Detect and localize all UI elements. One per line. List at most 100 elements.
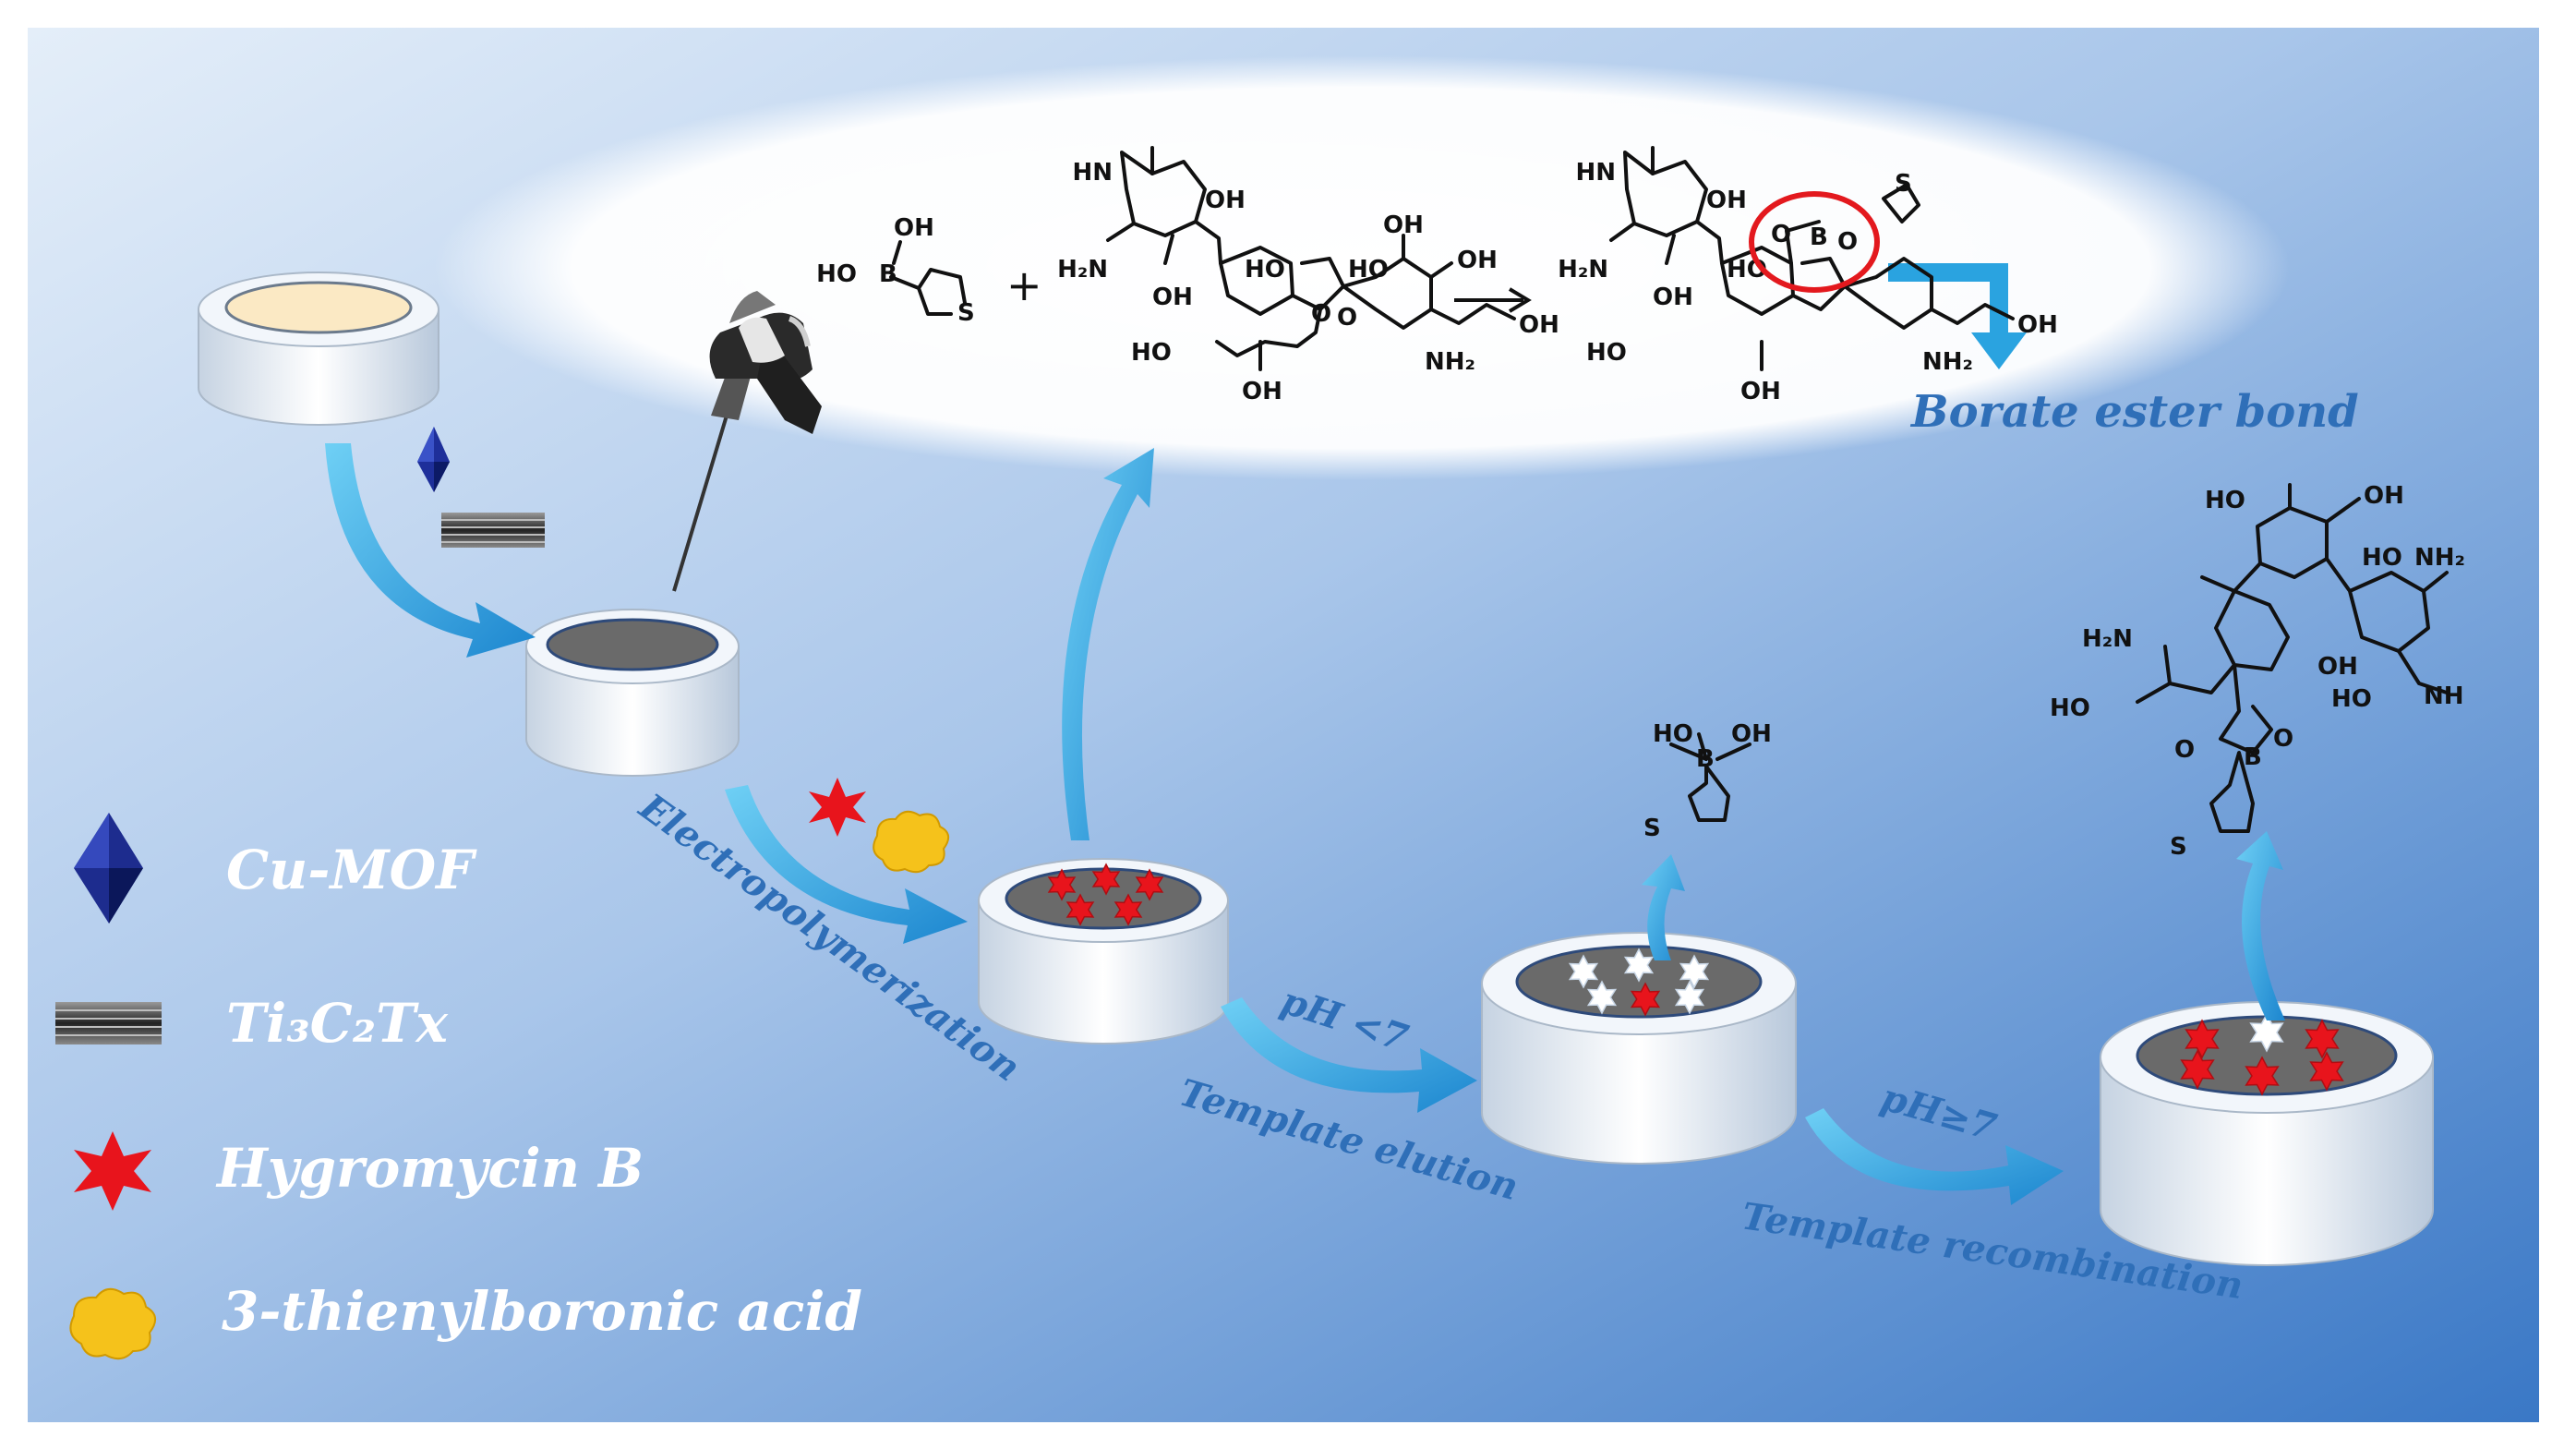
svg-text:S: S bbox=[1895, 170, 1912, 198]
legend-item-ti3c2tx: Ti₃C₂Tx bbox=[55, 992, 449, 1055]
svg-text:NH₂: NH₂ bbox=[2414, 544, 2465, 572]
released-boronic-acid-structure: HO B OH S bbox=[1643, 720, 1772, 842]
hygromycin-structure-left: HN OH H₂N OH HO OH HO OH OH NH₂ HO OH O … bbox=[1057, 146, 1559, 405]
thienylboronic-acid-structure: OH B HO S bbox=[816, 214, 975, 327]
svg-text:HO: HO bbox=[2362, 544, 2402, 572]
template-star bbox=[1091, 863, 1121, 896]
legend: Cu-MOF Ti₃C₂Tx Hygromycin B 3-thienylbor… bbox=[55, 813, 862, 1360]
svg-text:OH: OH bbox=[1457, 247, 1498, 274]
bare-electrode bbox=[198, 272, 439, 426]
ti3c2tx-sheet-icon bbox=[441, 513, 545, 548]
layered-sheet-icon bbox=[55, 1002, 162, 1044]
svg-text:S: S bbox=[2170, 833, 2187, 861]
svg-text:HO: HO bbox=[1586, 339, 1627, 367]
empty-cavity-star bbox=[2249, 1012, 2284, 1053]
empty-cavity-star bbox=[1623, 948, 1655, 983]
arrow-elution bbox=[1221, 997, 1477, 1113]
arrow-up-to-reaction bbox=[1062, 448, 1154, 840]
svg-text:S: S bbox=[1643, 815, 1661, 842]
template-star bbox=[1630, 982, 1661, 1017]
svg-text:OH: OH bbox=[2364, 482, 2404, 510]
arrow-bond-pointer bbox=[1888, 263, 2027, 369]
svg-text:B: B bbox=[1810, 223, 1828, 251]
rebound-complex-structure: HO OH HO NH₂ H₂N OH HO NH HO O B O S bbox=[2050, 482, 2465, 861]
svg-text:OH: OH bbox=[1653, 284, 1693, 311]
red-star-icon bbox=[74, 1131, 151, 1211]
empty-cavity-star bbox=[1586, 980, 1618, 1015]
legend-item-hygromycin-b: Hygromycin B bbox=[74, 1131, 644, 1211]
template-star bbox=[1065, 893, 1095, 926]
svg-text:OH: OH bbox=[1242, 378, 1282, 405]
svg-text:NH₂: NH₂ bbox=[1922, 348, 1973, 376]
process-arrows bbox=[325, 263, 2285, 1205]
reaction-arrow bbox=[1454, 287, 1532, 313]
modified-electrode bbox=[525, 609, 740, 777]
arrow-release-boronic bbox=[1642, 854, 1685, 960]
svg-text:NH₂: NH₂ bbox=[1425, 348, 1475, 376]
svg-text:HO: HO bbox=[1348, 256, 1389, 284]
svg-text:OH: OH bbox=[1205, 187, 1246, 214]
mip-electrode bbox=[978, 858, 1229, 1044]
template-star bbox=[2309, 1051, 2344, 1092]
svg-text:O: O bbox=[1837, 228, 1858, 256]
legend-item-thienylboronic-acid: 3-thienylboronic acid bbox=[69, 1280, 862, 1360]
label-borate-ester-bond: Borate ester bond bbox=[1909, 386, 2359, 438]
svg-text:OH: OH bbox=[1706, 187, 1747, 214]
arrow-modify bbox=[325, 443, 536, 658]
svg-text:O: O bbox=[2174, 736, 2195, 764]
star-markers bbox=[1047, 863, 2344, 1096]
svg-text:O: O bbox=[1337, 304, 1357, 332]
borate-ester-structure: HN OH H₂N OH HO O B O S OH NH₂ HO OH bbox=[1558, 146, 2058, 405]
svg-text:O: O bbox=[1311, 300, 1331, 328]
svg-text:H₂N: H₂N bbox=[1057, 256, 1108, 284]
reaction-panel bbox=[434, 55, 2290, 480]
svg-text:OH: OH bbox=[2317, 653, 2358, 681]
legend-item-cu-mof: Cu-MOF bbox=[74, 813, 477, 924]
template-star bbox=[2180, 1049, 2215, 1090]
arrow-release-complex bbox=[2236, 831, 2285, 1020]
legend-label: Hygromycin B bbox=[215, 1137, 644, 1200]
svg-text:B: B bbox=[2244, 743, 2262, 771]
reaction-scheme: OH B HO S + HN OH H₂N OH HO OH HO OH OH … bbox=[816, 146, 2058, 405]
legend-label: 3-thienylboronic acid bbox=[222, 1280, 862, 1343]
hygromycin-star-icon bbox=[809, 778, 866, 837]
template-star bbox=[2305, 1019, 2340, 1059]
svg-text:O: O bbox=[1771, 221, 1791, 248]
empty-cavity-star bbox=[1568, 954, 1599, 989]
svg-text:HO: HO bbox=[2205, 487, 2245, 514]
template-star bbox=[1047, 868, 1077, 901]
svg-text:OH: OH bbox=[894, 214, 934, 242]
template-star bbox=[1113, 893, 1143, 926]
arrow-polymerize bbox=[725, 785, 968, 944]
svg-text:HN: HN bbox=[1575, 159, 1616, 187]
svg-text:H₂N: H₂N bbox=[2082, 625, 2133, 653]
svg-text:NH: NH bbox=[2424, 682, 2464, 710]
arrow-recombination bbox=[1805, 1108, 2064, 1205]
octahedron-icon bbox=[74, 813, 143, 924]
empty-cavity-star bbox=[1679, 954, 1710, 989]
borate-bond-highlight bbox=[1749, 191, 1880, 293]
svg-text:HO: HO bbox=[1245, 256, 1285, 284]
svg-text:B: B bbox=[879, 260, 897, 288]
svg-text:OH: OH bbox=[1383, 211, 1424, 239]
svg-text:OH: OH bbox=[1519, 311, 1559, 339]
template-star bbox=[2245, 1056, 2280, 1096]
pipette-hand-icon bbox=[672, 291, 822, 592]
template-star bbox=[2185, 1019, 2220, 1059]
template-star bbox=[1135, 868, 1164, 901]
cu-mof-crystal-icon bbox=[417, 427, 450, 492]
svg-text:HO: HO bbox=[1653, 720, 1693, 748]
svg-text:OH: OH bbox=[1152, 284, 1193, 311]
empty-cavity-star bbox=[1674, 980, 1705, 1015]
svg-text:OH: OH bbox=[1740, 378, 1781, 405]
svg-text:OH: OH bbox=[2017, 311, 2058, 339]
svg-text:B: B bbox=[1696, 745, 1715, 773]
svg-text:HO: HO bbox=[816, 260, 857, 288]
svg-text:H₂N: H₂N bbox=[1558, 256, 1608, 284]
svg-text:O: O bbox=[2273, 725, 2293, 753]
svg-text:OH: OH bbox=[1731, 720, 1772, 748]
boronic-acid-blob-icon bbox=[873, 810, 950, 874]
svg-text:HO: HO bbox=[2050, 694, 2090, 722]
svg-text:HO: HO bbox=[1131, 339, 1172, 367]
